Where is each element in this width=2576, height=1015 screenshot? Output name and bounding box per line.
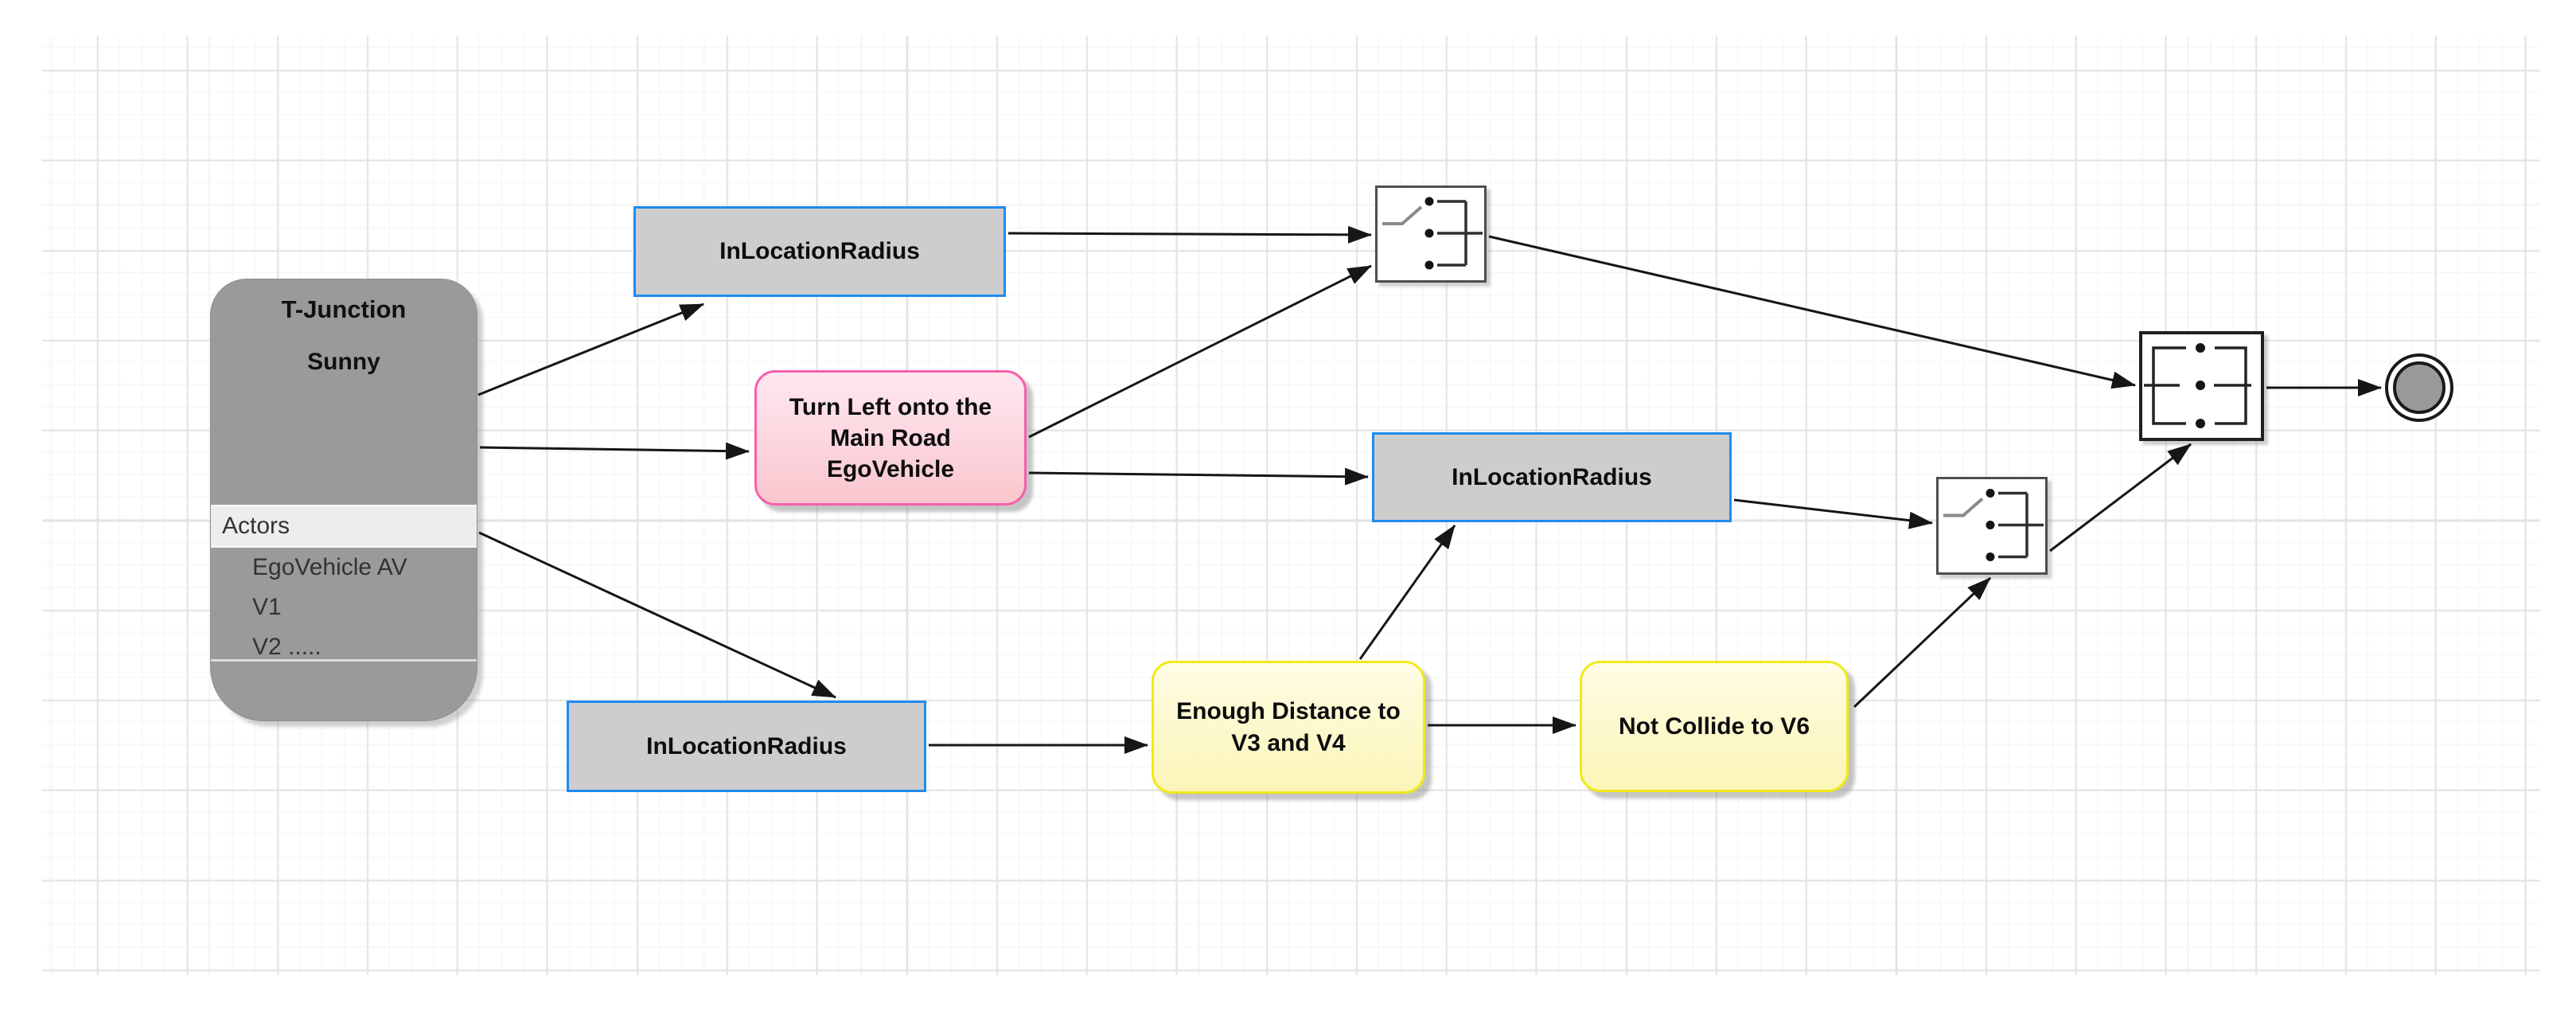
actor-item[interactable]: V2 ..... (252, 634, 322, 660)
switch-selector-icon (1943, 489, 2044, 561)
action-label: Turn Left onto the Main Road EgoVehicle (789, 393, 992, 482)
action-node-turn-left[interactable]: Turn Left onto the Main Road EgoVehicle (754, 370, 1027, 506)
edge-junction1-to-final[interactable] (1488, 235, 2136, 389)
condition-label: InLocationRadius (646, 732, 847, 759)
outcome-label: Enough Distance to V3 and V4 (1176, 697, 1401, 756)
actor-list: EgoVehicle AV V1 V2 ..... (211, 548, 477, 667)
condition-node-inlocationradius-top[interactable]: InLocationRadius (633, 206, 1006, 297)
actors-section-header[interactable]: Actors (211, 505, 477, 548)
condition-node-inlocationradius-mid[interactable]: InLocationRadius (1372, 432, 1732, 522)
outcome-node-enough-distance[interactable]: Enough Distance to V3 and V4 (1152, 661, 1425, 794)
edge-scenario-to-cond-bottom[interactable] (478, 531, 836, 699)
edge-action-to-cond-mid[interactable] (1028, 467, 1369, 486)
edge-cond-top-to-junction1[interactable] (1007, 225, 1372, 244)
actors-section-label: Actors (222, 513, 290, 539)
actor-item[interactable]: EgoVehicle AV (252, 554, 407, 580)
final-state-core (2393, 361, 2445, 414)
junction-node-2[interactable] (1936, 477, 2048, 575)
junction-node-final-merge[interactable] (2139, 331, 2264, 441)
edge-scenario-to-cond-top[interactable] (477, 303, 704, 396)
condition-label: InLocationRadius (1452, 463, 1652, 490)
scenario-divider (211, 659, 477, 662)
switch-selector-icon (1382, 197, 1483, 270)
outcome-node-not-collide[interactable]: Not Collide to V6 (1580, 661, 1849, 792)
scenario-title: T-Junction (281, 295, 407, 323)
edge-scenario-to-action[interactable] (479, 442, 750, 460)
scenario-condition: Sunny (307, 349, 380, 375)
final-state-node[interactable] (2385, 353, 2453, 422)
edge-distance-to-cond-mid[interactable] (1358, 525, 1456, 660)
edge-collide-to-junction2[interactable] (1853, 576, 1992, 709)
edge-cond-mid-to-junction2[interactable] (1733, 498, 1933, 529)
junction-node-1[interactable] (1375, 185, 1487, 283)
grid-canvas (42, 36, 2540, 975)
outcome-label: Not Collide to V6 (1619, 712, 1810, 740)
edge-action-to-junction1[interactable] (1028, 264, 1372, 439)
condition-label: InLocationRadius (719, 238, 920, 264)
scenario-node-t-junction[interactable]: T-Junction Sunny Actors EgoVehicle AV V1… (210, 279, 477, 721)
actor-item[interactable]: V1 (252, 594, 282, 620)
merge-bracket-icon (2144, 343, 2251, 428)
condition-node-inlocationradius-bottom[interactable]: InLocationRadius (567, 701, 926, 792)
edge-junction2-to-final[interactable] (2049, 443, 2192, 552)
